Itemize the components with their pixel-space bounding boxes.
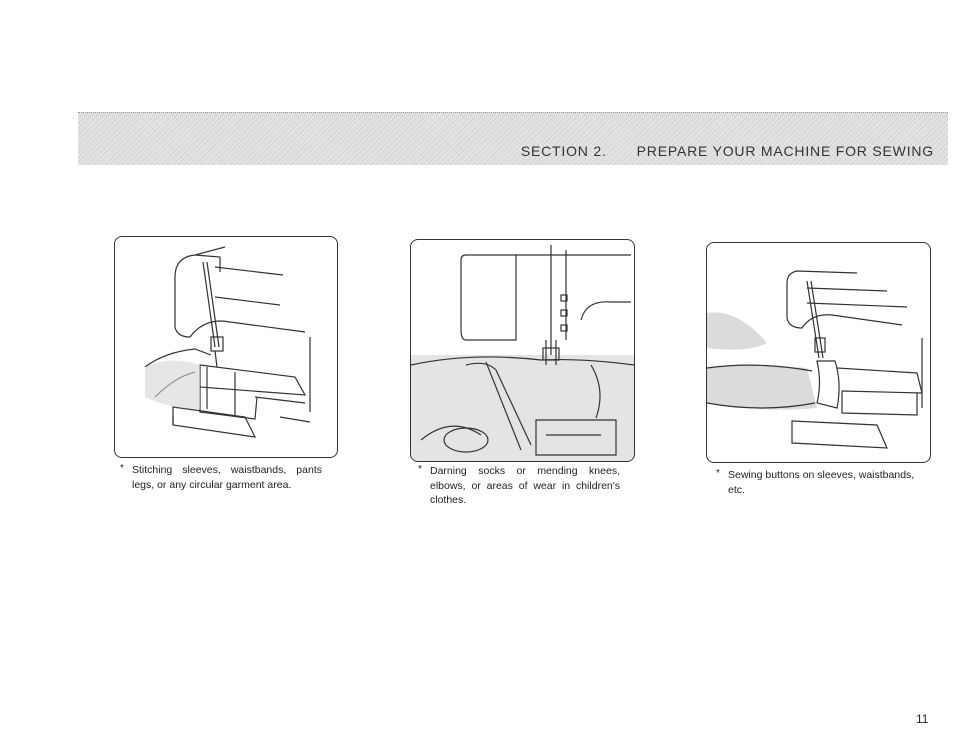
section-title: PREPARE YOUR MACHINE FOR SEWING: [636, 143, 934, 159]
caption-1-bullet: *: [120, 463, 124, 474]
section-number: SECTION 2.: [520, 143, 607, 159]
caption-2-text: Darning socks or mending knees, elbows, …: [430, 465, 620, 506]
figure-darning-socks: [410, 239, 635, 462]
section-header-band: SECTION 2. PREPARE YOUR MACHINE FOR SEWIN…: [78, 112, 948, 165]
page-number: 11: [916, 712, 929, 726]
section-header-text: SECTION 2. PREPARE YOUR MACHINE FOR SEWIN…: [521, 143, 934, 159]
figure-stitching-sleeves: [114, 236, 338, 458]
caption-3-bullet: *: [716, 468, 720, 479]
caption-2: * Darning socks or mending knees, elbows…: [418, 464, 620, 508]
caption-3: * Sewing buttons on sleeves, waistbands,…: [716, 468, 920, 497]
sewing-machine-buttons-illustration: [707, 270, 923, 449]
caption-3-text: Sewing buttons on sleeves, waistbands, e…: [728, 469, 915, 496]
caption-2-bullet: *: [418, 464, 422, 475]
caption-1-text: Stitching sleeves, waistbands, pants leg…: [132, 464, 322, 491]
figure-sewing-buttons: [706, 242, 931, 463]
sewing-machine-sleeve-illustration: [144, 246, 311, 438]
caption-1: * Stitching sleeves, waistbands, pants l…: [120, 463, 322, 492]
sewing-machine-darning-illustration: [411, 245, 634, 461]
